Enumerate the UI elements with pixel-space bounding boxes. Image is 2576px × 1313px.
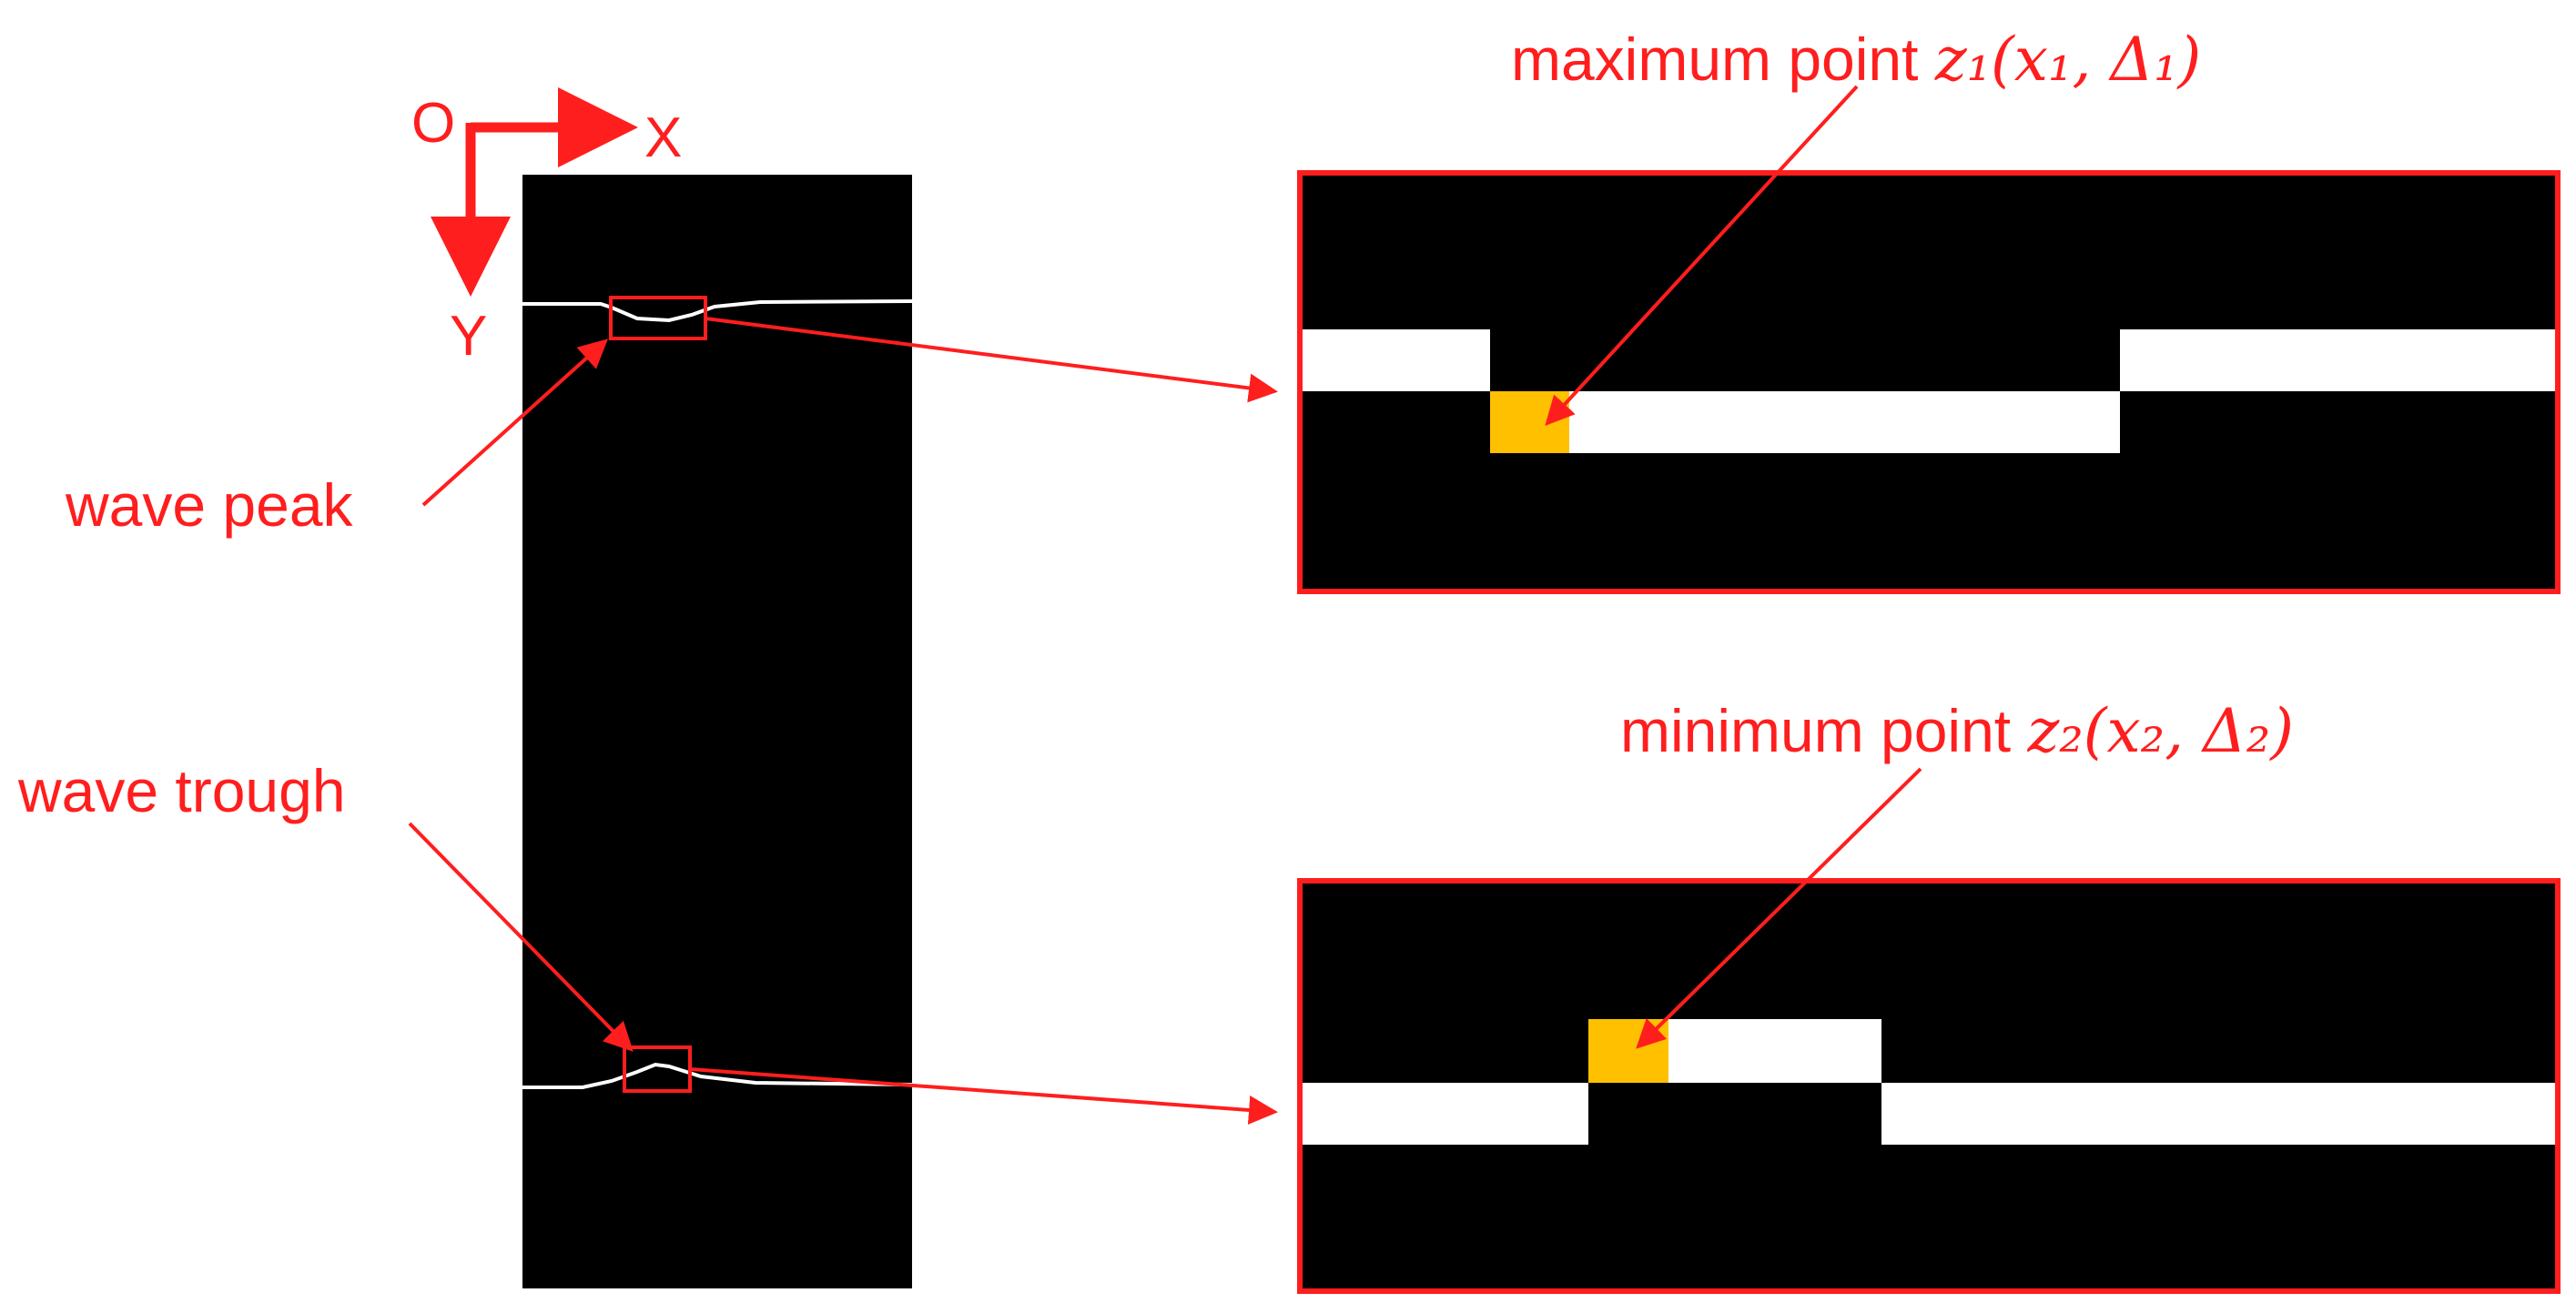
maximum-point-pixel [1490,391,1569,453]
zoom-trough-band-left [1303,1083,1588,1145]
maximum-point-text: maximum point [1511,25,1935,93]
maximum-point-math: z₁(x₁, Δ₁) [1934,25,2202,95]
origin-label: O [411,92,455,155]
minimum-point-math: z₂(x₂, Δ₂) [2026,696,2294,766]
trough-connector-arrow [689,1067,1278,1125]
lower-wave-line [522,1062,913,1089]
wave-peak-arrow [421,338,608,507]
zoom-peak-band-middle [1490,391,2120,453]
maximum-point-label: maximum point z₁(x₁, Δ₁) [1511,25,2201,95]
minimum-point-arrow [1636,767,1922,1049]
image-background [522,175,912,1288]
peak-selection-box [609,296,707,340]
connector-arrows [408,85,1922,1125]
wave-trough-label: wave trough [17,757,346,824]
minimum-point-text: minimum point [1620,697,2027,764]
zoom-peak-band-left [1303,329,1490,391]
minimum-point-label: minimum point z₂(x₂, Δ₂) [1620,696,2294,766]
zoom-peak-band-right [2120,329,2555,391]
coordinate-axes: O X Y [411,87,682,368]
annotations: wave peak wave trough maximum point z₁(x… [17,25,2294,824]
upper-wave-line [522,299,913,323]
zoom-panel-trough [1297,878,2561,1294]
zoom-trough-band-right [1881,1083,2555,1145]
wave-peak-label: wave peak [65,471,354,539]
peak-connector-arrow [705,317,1278,403]
wave-trough-arrow [408,822,634,1052]
y-axis-label: Y [450,305,487,368]
maximum-point-arrow [1545,85,1859,426]
zoom-panel-peak [1297,170,2561,594]
x-axis-label: X [644,106,682,169]
binary-image-panel [522,175,913,1288]
